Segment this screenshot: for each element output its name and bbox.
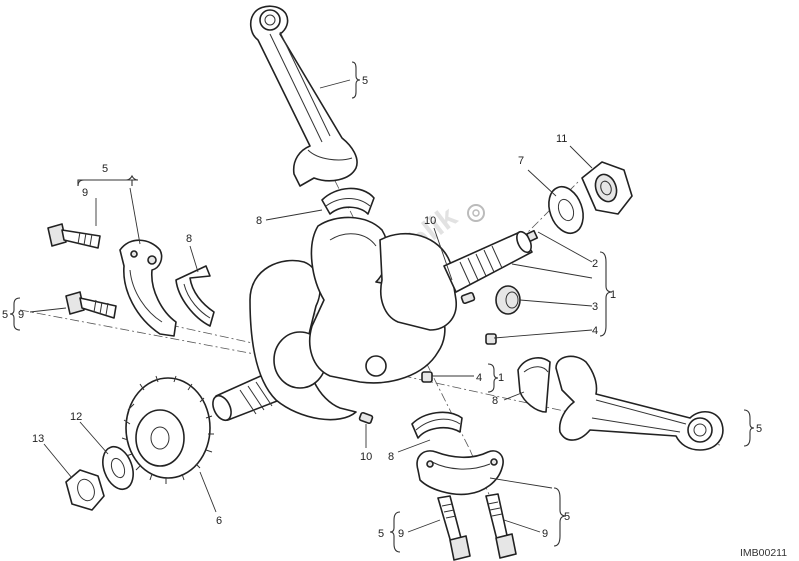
watermark-gear-icon xyxy=(467,204,485,222)
callout-labels: 5 11 7 10 5 9 8 8 2 1 3 4 5 9 4 1 8 5 12… xyxy=(2,75,762,540)
callout-5-rod-top: 5 xyxy=(362,75,368,87)
callout-9-bottom-right: 9 xyxy=(542,528,548,540)
callout-10-top: 10 xyxy=(424,215,436,227)
callout-1-right: 1 xyxy=(610,289,616,301)
callout-5-rod-right: 5 xyxy=(756,423,762,435)
callout-9-left-top: 9 xyxy=(82,187,88,199)
bolt-9-left-mid xyxy=(65,291,117,319)
diagram-reference-code: IMB00211 xyxy=(740,547,787,559)
callout-12: 12 xyxy=(70,411,82,423)
rod-cap-bottom xyxy=(416,450,504,496)
roller-bearing-3 xyxy=(495,285,521,315)
plug-4-mid xyxy=(421,371,433,383)
callout-13: 13 xyxy=(32,433,44,445)
bolt-9-bottom-right xyxy=(485,493,517,559)
washer-12 xyxy=(102,445,134,491)
callout-6: 6 xyxy=(216,515,222,527)
key-10-top xyxy=(460,291,476,305)
callout-9-left-mid: 9 xyxy=(18,309,24,321)
callout-5-bottom-left: 5 xyxy=(378,528,384,540)
nut-13 xyxy=(65,469,105,511)
key-10-bottom xyxy=(358,411,374,425)
callout-5-bottom-right: 5 xyxy=(564,511,570,523)
bearing-shell-bottom xyxy=(411,411,463,439)
plug-4-right xyxy=(485,333,497,345)
callout-5-left-mid: 5 xyxy=(2,309,8,321)
leader-lines xyxy=(29,79,593,533)
callout-9-bottom-left: 9 xyxy=(398,528,404,540)
callout-8-bottom: 8 xyxy=(388,451,394,463)
callout-8-left: 8 xyxy=(186,233,192,245)
callout-5-left: 5 xyxy=(102,163,108,175)
connecting-rod-right xyxy=(555,355,724,451)
bearing-shell-top xyxy=(321,187,375,215)
bearing-shell-right xyxy=(517,357,551,413)
nut-11 xyxy=(581,161,633,215)
callout-2: 2 xyxy=(592,258,598,270)
bearing-shell-left xyxy=(175,265,215,327)
callout-7: 7 xyxy=(518,155,524,167)
callout-11: 11 xyxy=(556,133,567,145)
crankshaft xyxy=(212,216,539,422)
callout-4-right: 4 xyxy=(592,325,598,337)
rod-cap-left xyxy=(119,239,177,337)
callout-4-mid: 4 xyxy=(476,372,482,384)
callout-8-top: 8 xyxy=(256,215,262,227)
braces xyxy=(9,61,755,553)
connecting-rod-top xyxy=(249,5,358,187)
bolt-9-left-top xyxy=(47,223,101,249)
callout-8-right: 8 xyxy=(492,395,498,407)
washer-7 xyxy=(548,185,584,235)
callout-3: 3 xyxy=(592,301,598,313)
bolt-9-bottom-left xyxy=(437,495,471,561)
callout-1-mid: 1 xyxy=(498,372,504,384)
callout-10-bottom: 10 xyxy=(360,451,372,463)
timing-gear-6 xyxy=(121,375,214,484)
